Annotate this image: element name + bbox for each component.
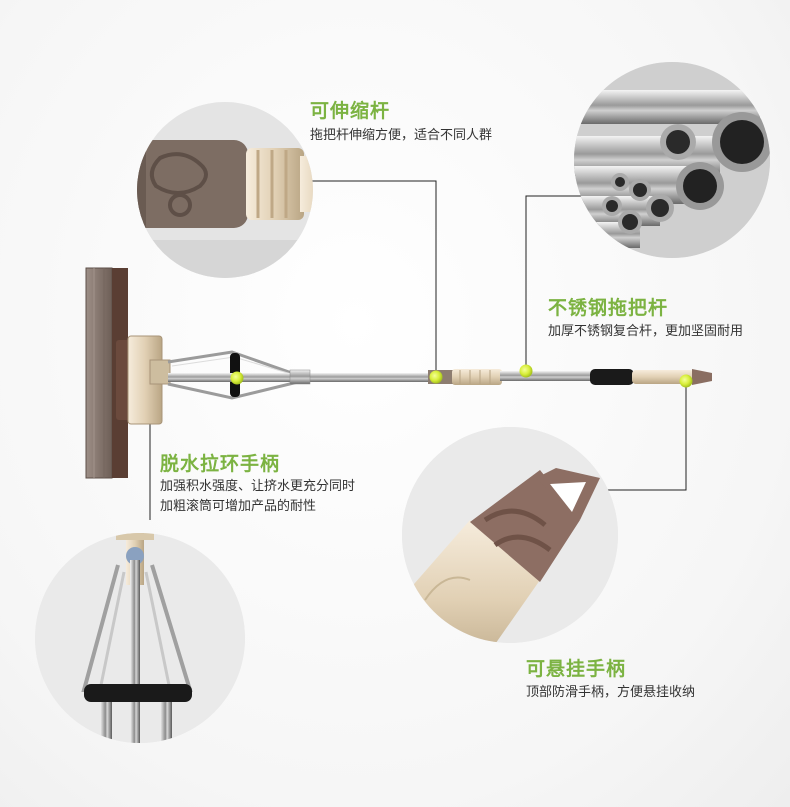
hanging-handle-title: 可悬挂手柄: [526, 658, 627, 680]
pull-ring-handle-title: 脱水拉环手柄: [160, 453, 281, 475]
stainless-pole-title: 不锈钢拖把杆: [548, 297, 669, 319]
callout-markers: [230, 364, 693, 388]
telescopic-joint-photo: [137, 102, 313, 278]
stainless-pole-desc: 加厚不锈钢复合杆，更加坚固耐用: [548, 324, 744, 339]
pull-ring-handle-desc-line2: 加粗滚筒可增加产品的耐性: [160, 499, 317, 514]
telescopic-pole-desc: 拖把杆伸缩方便，适合不同人群: [310, 128, 493, 143]
hanging-handle-photo: [402, 427, 618, 643]
pull-ring-photo: [35, 533, 245, 743]
pull-ring-handle-desc-line1: 加强积水强度、让挤水更充分同时: [160, 479, 356, 494]
hanging-handle-desc: 顶部防滑手柄，方便悬挂收纳: [526, 685, 696, 700]
telescopic-pole-title: 可伸缩杆: [310, 100, 391, 122]
steel-tubes-photo: [574, 62, 770, 258]
